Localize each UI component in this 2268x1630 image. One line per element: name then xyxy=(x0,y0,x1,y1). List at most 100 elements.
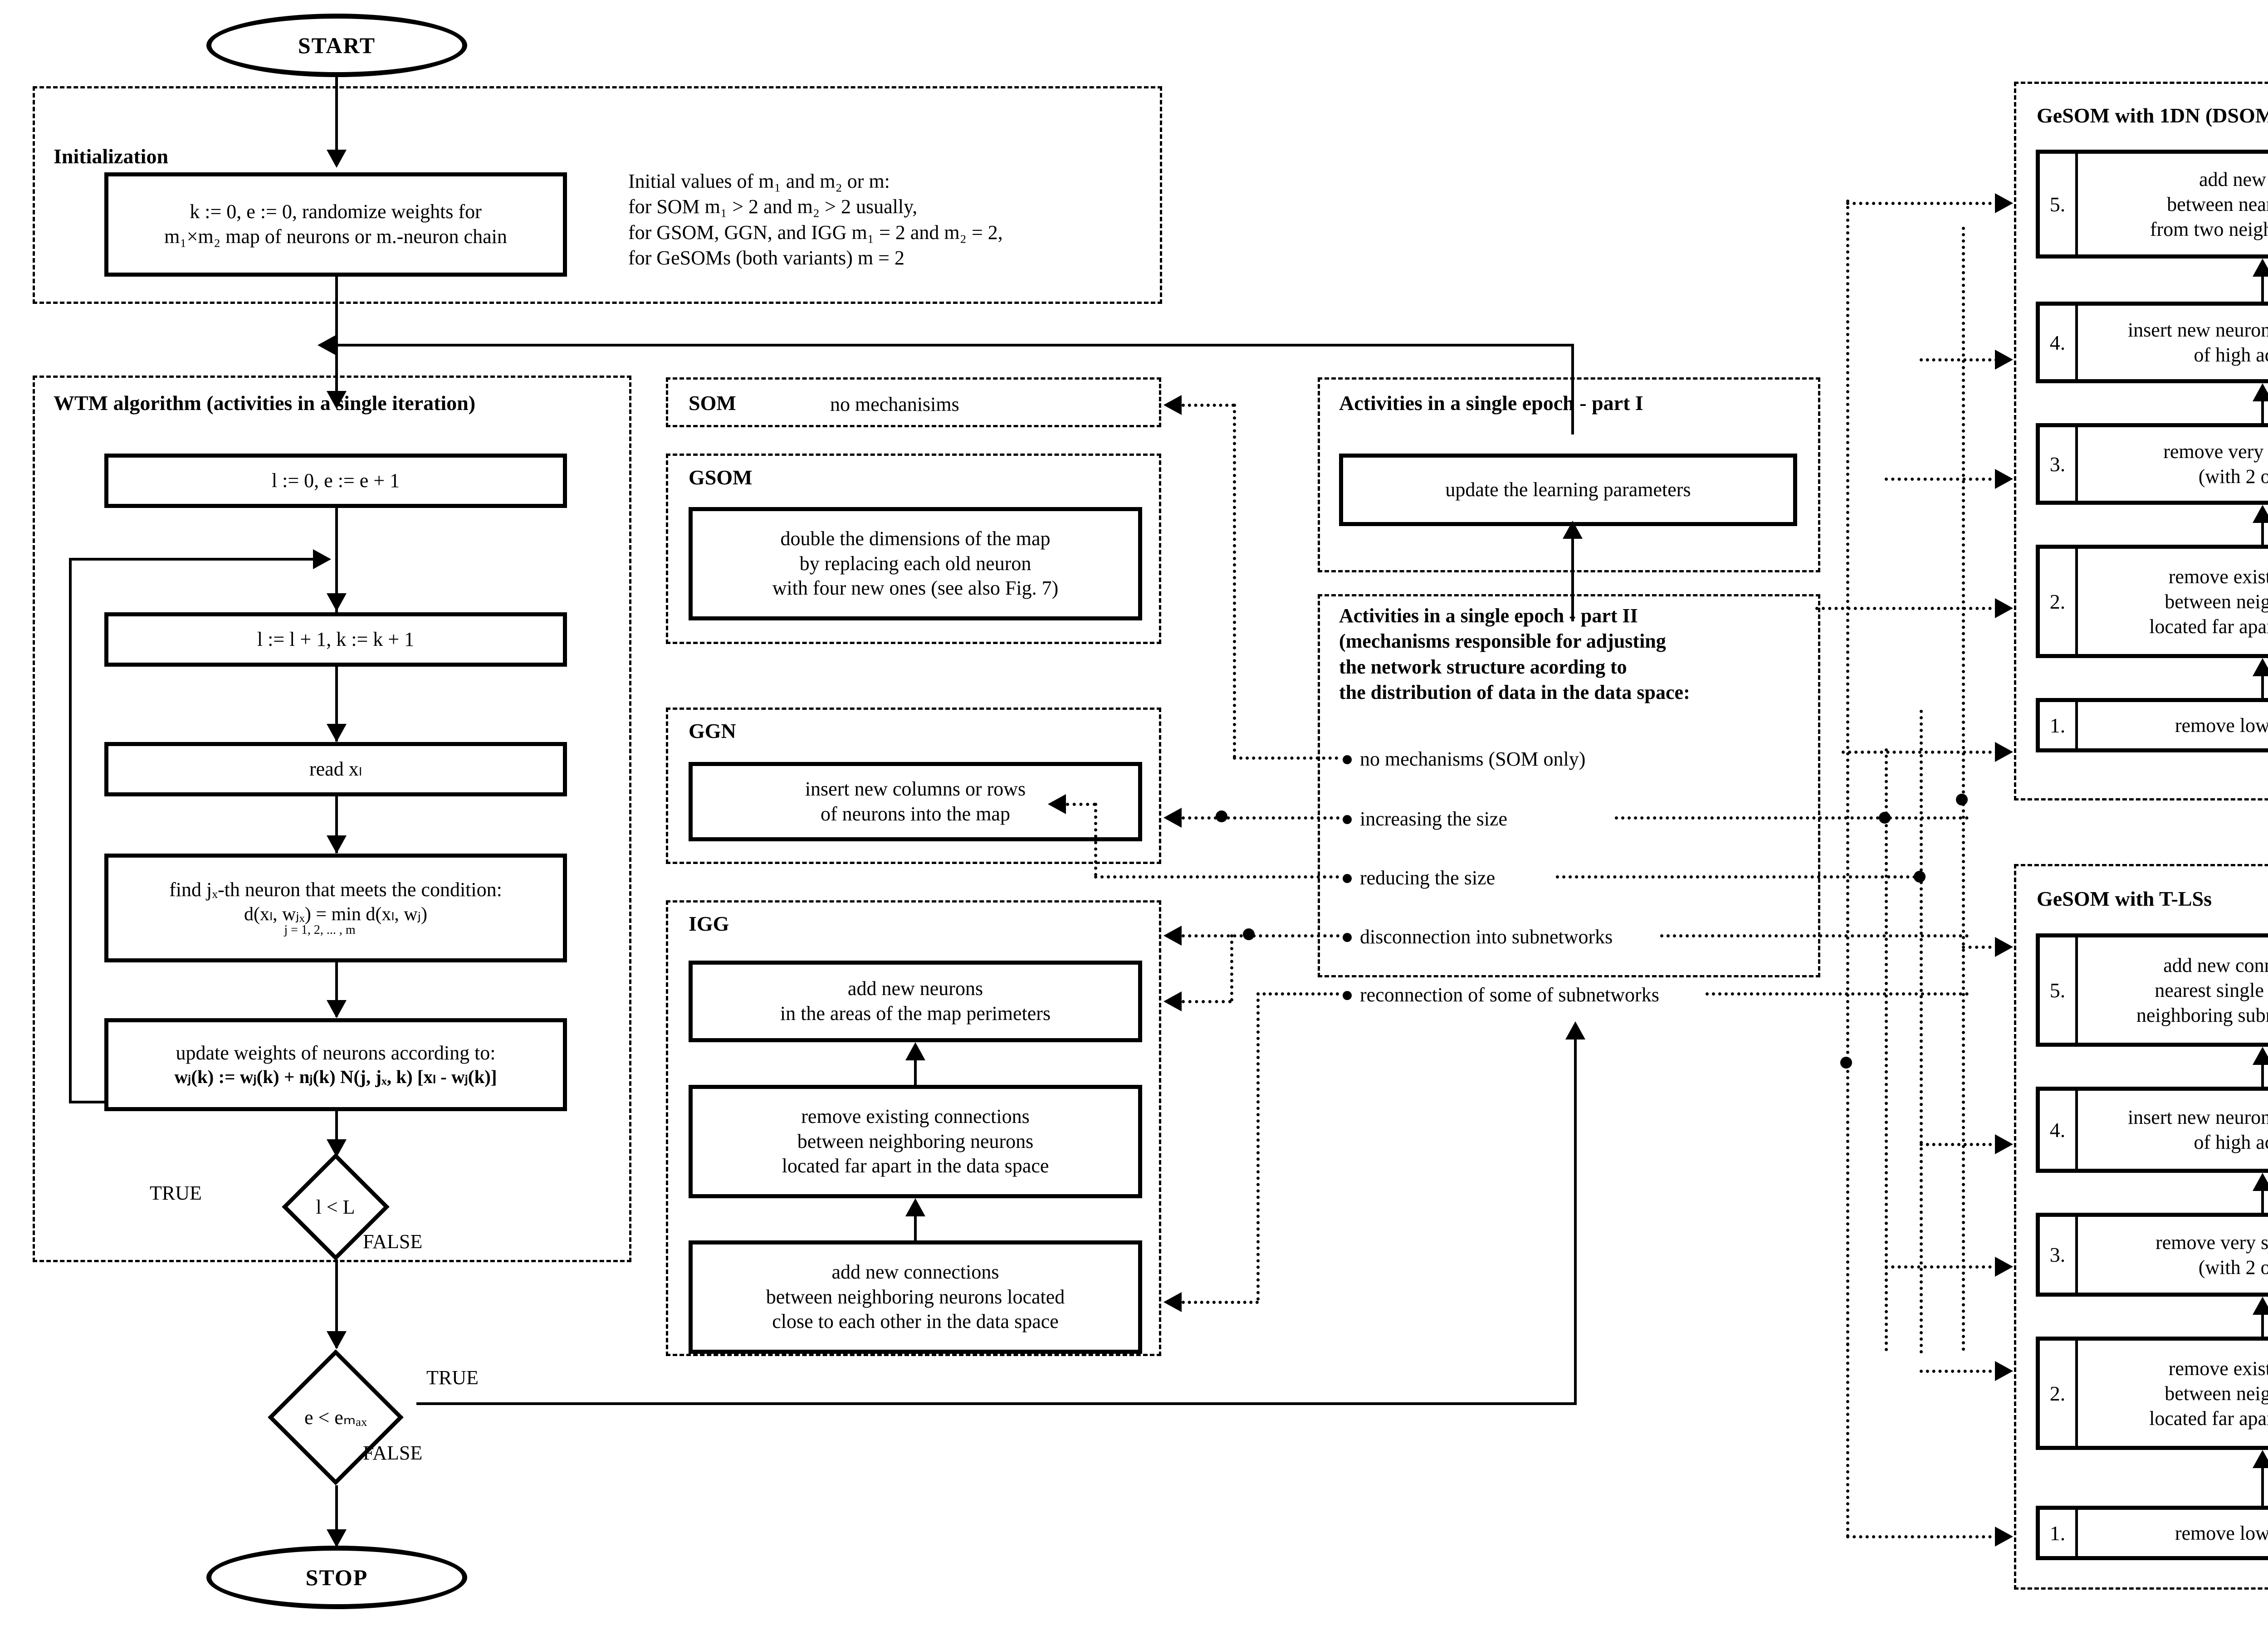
tls-row5-h xyxy=(1962,946,1998,949)
group-epoch2-title-line2: (mechanisms responsible for adjusting xyxy=(1339,630,1666,653)
epoch2-bullet-3: disconnection into subnetworks xyxy=(1343,925,1613,948)
wtm-step2-label: l := l + 1, k := k + 1 xyxy=(257,628,415,650)
dsom-step-5-num: 5. xyxy=(2040,154,2078,254)
init-box: k := 0, e := 0, randomize weights for m₁… xyxy=(104,172,567,277)
epoch-true-vertical xyxy=(1574,1039,1577,1404)
wtm-decision-label: l < L xyxy=(316,1196,355,1218)
tls-step-5-line1: add new connections between xyxy=(2163,954,2268,976)
conn-igg-bot-h1 xyxy=(1256,992,1339,996)
epoch2-to-epoch1-arrow xyxy=(1563,521,1583,539)
conn-ggn-v xyxy=(1094,803,1097,876)
tls-step-5-num: 5. xyxy=(2040,937,2078,1043)
conn-igg-bot-arrow xyxy=(1163,1292,1182,1312)
wtm-s4-s5-arrow xyxy=(327,1000,347,1018)
dsom-2-to-3-line xyxy=(2261,509,2264,545)
wtm-step5-line2: wⱼ(k) := wⱼ(k) + nⱼ(k) N(j, jₓ, k) [xₗ -… xyxy=(174,1066,497,1088)
bullet-dot-icon xyxy=(1343,755,1352,764)
conn-igg-top-v xyxy=(1230,934,1233,1001)
dsom-row2-arrow xyxy=(1995,598,2013,618)
group-som xyxy=(666,377,1161,427)
tls-3-to-4-line xyxy=(2261,1177,2264,1213)
group-ggn-title: GGN xyxy=(689,719,736,742)
init-box-line1: k := 0, e := 0, randomize weights for xyxy=(190,200,482,223)
wtm-decision: l < L xyxy=(264,1153,407,1261)
group-igg-title: IGG xyxy=(689,912,729,935)
wtm-loop-horizontal xyxy=(69,558,316,561)
conn-junction-gsom xyxy=(1216,810,1227,822)
group-igg xyxy=(666,900,1161,1356)
tls-row3-h xyxy=(1885,1265,1998,1269)
epoch-false-label: FALSE xyxy=(363,1442,423,1464)
bullet2-rail xyxy=(1556,875,1922,878)
igg-bot-line1: add new connections xyxy=(831,1261,999,1284)
ggn-box: insert new columns or rows of neurons in… xyxy=(689,762,1142,841)
wtm-false-line xyxy=(335,1259,338,1348)
conn-ggn-h2 xyxy=(1066,803,1096,806)
tls-step-3-line1: remove very small subnetworks xyxy=(2156,1231,2268,1254)
tls-row4-h xyxy=(1920,1143,1998,1146)
group-epoch2-title-line1: Activities in a single epoch - part II xyxy=(1339,605,1638,627)
tls-step-2-line2: between neighboring neurons xyxy=(2165,1382,2268,1405)
igg-bot-line3: close to each other in the data space xyxy=(772,1310,1059,1333)
igg-mid-box: remove existing connections between neig… xyxy=(689,1085,1142,1198)
group-ggn xyxy=(666,708,1161,864)
wtm-step2-box: l := l + 1, k := k + 1 xyxy=(104,612,567,667)
conn-gsom-h xyxy=(1182,816,1339,820)
dsom-row1-h xyxy=(1842,751,1998,754)
tls-1-to-2-arrow xyxy=(2253,1450,2268,1468)
som-no-mechanisms-label: no mechanisims xyxy=(830,393,959,415)
rail-a-vertical xyxy=(1846,200,1849,1347)
tls-2-to-3-line xyxy=(2261,1301,2264,1337)
tls-step-1-text: remove low active neurons xyxy=(2078,1510,2268,1556)
dsom-2-to-3-arrow xyxy=(2253,505,2268,523)
tls-step-2-line1: remove existing connections xyxy=(2168,1357,2268,1380)
dsom-step-1-text: remove low active neurons xyxy=(2078,702,2268,748)
dsom-step-3-num: 3. xyxy=(2040,427,2078,501)
wtm-step3-label: read xₗ xyxy=(309,757,362,780)
group-epoch1 xyxy=(1318,377,1820,572)
epoch1-feedback-horizontal xyxy=(336,344,1574,346)
start-terminal: START xyxy=(206,14,467,77)
conn-som-h1 xyxy=(1233,756,1338,760)
conn-igg-mid-arrow xyxy=(1163,926,1182,946)
wtm-loop-vertical xyxy=(69,558,72,1103)
wtm-step1-box: l := 0, e := e + 1 xyxy=(104,454,567,508)
bullet4-rail xyxy=(1706,992,1969,996)
igg-top-line1: add new neurons xyxy=(847,977,983,1000)
init-note-line3: for GSOM, GGN, and IGG m₁ = 2 and m₂ = 2… xyxy=(628,221,1003,244)
gsom-line3: with four new ones (see also Fig. 7) xyxy=(772,577,1059,600)
dsom-row4-h xyxy=(1920,358,1998,361)
group-initialization-title: Initialization xyxy=(54,145,169,168)
epoch1-feedback-arrow xyxy=(318,335,336,355)
tls-step-3-line2: (with 2 or 3 neurons) xyxy=(2198,1256,2268,1279)
dsom-step-4: 4. insert new neurons in the surrounding… xyxy=(2036,302,2268,383)
epoch-true-label: TRUE xyxy=(426,1366,479,1389)
init-note-line4: for GeSOMs (both variants) m = 2 xyxy=(628,246,904,269)
dsom-step-5-line2: between nearest end-neurons xyxy=(2167,193,2268,215)
conn-ggn-h1 xyxy=(1094,875,1339,878)
wtm-step4-line1: find jₓ-th neuron that meets the conditi… xyxy=(169,878,502,901)
conn-som-h2 xyxy=(1182,404,1235,407)
tls-step-4-text: insert new neurons in the surroundings o… xyxy=(2078,1091,2268,1169)
init-note: Initial values of m₁ and m₂ or m: for SO… xyxy=(628,169,1003,271)
dsom-step-1: 1. remove low active neurons xyxy=(2036,698,2268,752)
igg-mid-to-top-arrow xyxy=(905,1042,925,1060)
dsom-step-2: 2. remove existing connections between n… xyxy=(2036,545,2268,658)
dsom-step-2-text: remove existing connections between neig… xyxy=(2078,549,2268,654)
igg-bot-to-mid-arrow xyxy=(905,1198,925,1216)
tls-2-to-3-arrow xyxy=(2253,1297,2268,1315)
group-epoch2-title-line3: the network structure acording to xyxy=(1339,655,1627,678)
wtm-false-arrow xyxy=(327,1331,347,1349)
igg-top-box: add new neurons in the areas of the map … xyxy=(689,961,1142,1042)
tls-row4-arrow xyxy=(1995,1134,2013,1154)
bullet-dot-icon xyxy=(1343,932,1352,942)
wtm-step3-box: read xₗ xyxy=(104,742,567,796)
wtm-false-label: FALSE xyxy=(363,1230,423,1253)
tls-row1-h xyxy=(1846,1535,1998,1538)
epoch2-bullet-1-label: increasing the size xyxy=(1360,808,1507,830)
tls-step-2-text: remove existing connections between neig… xyxy=(2078,1341,2268,1446)
epoch2-bullet-3-label: disconnection into subnetworks xyxy=(1360,926,1613,948)
group-gsom-title: GSOM xyxy=(689,466,753,489)
rail-dot-1 xyxy=(1840,1057,1852,1069)
start-to-init-line xyxy=(335,76,338,153)
